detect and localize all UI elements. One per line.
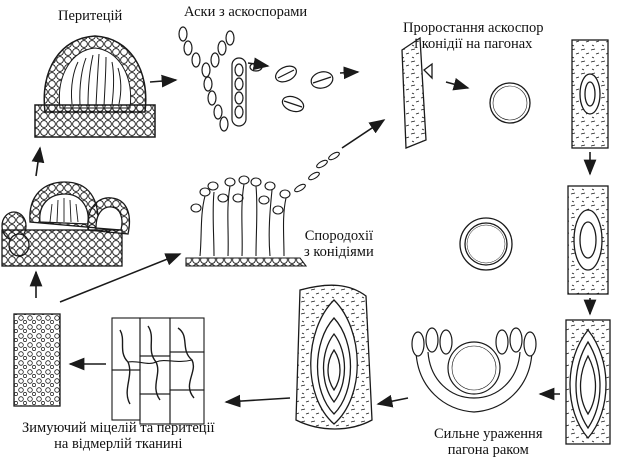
- severe-infection-label-line1: Сильне ураження: [434, 426, 543, 442]
- arrow-conidia-to-shoot: [341, 119, 386, 149]
- sporodochia-label: Спородохії з конідіями: [304, 228, 374, 260]
- sporodochia-label-line2: з конідіями: [304, 244, 374, 260]
- arrow-perithecium-to-asci: [149, 74, 178, 88]
- overwintering-label-line2: на відмерлій тканині: [54, 436, 183, 452]
- asci-drawing: [178, 26, 334, 132]
- young-perithecia-drawing: [1, 181, 131, 267]
- severe-infection-label: Сильне ураження пагона раком: [434, 426, 543, 458]
- germination-label-line1: Проростання аскоспор: [403, 20, 544, 36]
- arrow-shoot-to-germination: [445, 78, 470, 91]
- severe-infection-label-line2: пагона раком: [447, 442, 529, 458]
- arrow-spores-to-shoot: [339, 66, 360, 80]
- perithecium-label: Перитецій: [58, 8, 123, 24]
- mycelium-cells-drawing: [111, 317, 205, 425]
- arrow-severe-to-canker: [376, 394, 409, 408]
- infected-shoot-3: [565, 319, 611, 445]
- conidium-section-drawing: [459, 217, 513, 271]
- sporodochia-label-line1: Спородохії: [304, 228, 374, 244]
- canker-section-drawing: [295, 284, 373, 430]
- germination-label: Проростання аскоспор і конідії на пагона…: [403, 20, 544, 52]
- infected-shoot-1: [571, 39, 609, 149]
- arrow-tissue-to-sporodochia: [59, 253, 182, 303]
- perithecium-drawing: [34, 35, 156, 138]
- arrow-canker-to-mycelium: [224, 394, 291, 408]
- overwintering-label-line1: Зимуючий міцелій та перитеції: [22, 420, 215, 436]
- germinating-spore-drawing: [489, 82, 531, 124]
- overwintering-label: Зимуючий міцелій та перитеції на відмерл…: [22, 420, 215, 452]
- arrow-young-to-mature: [31, 146, 45, 177]
- shoot-segment-drawing: [401, 36, 433, 149]
- asci-label: Аски з аскоспорами: [184, 4, 308, 20]
- severe-canker-drawing: [411, 327, 537, 413]
- germination-label-line2: і конідії на пагонах: [414, 36, 533, 52]
- cycle-arrows: [29, 57, 597, 408]
- arrow-asci-to-spores: [247, 57, 270, 71]
- sporodochia-drawing: [185, 151, 340, 267]
- infected-shoot-2: [567, 185, 609, 295]
- dead-tissue-shoot-drawing: [13, 313, 61, 407]
